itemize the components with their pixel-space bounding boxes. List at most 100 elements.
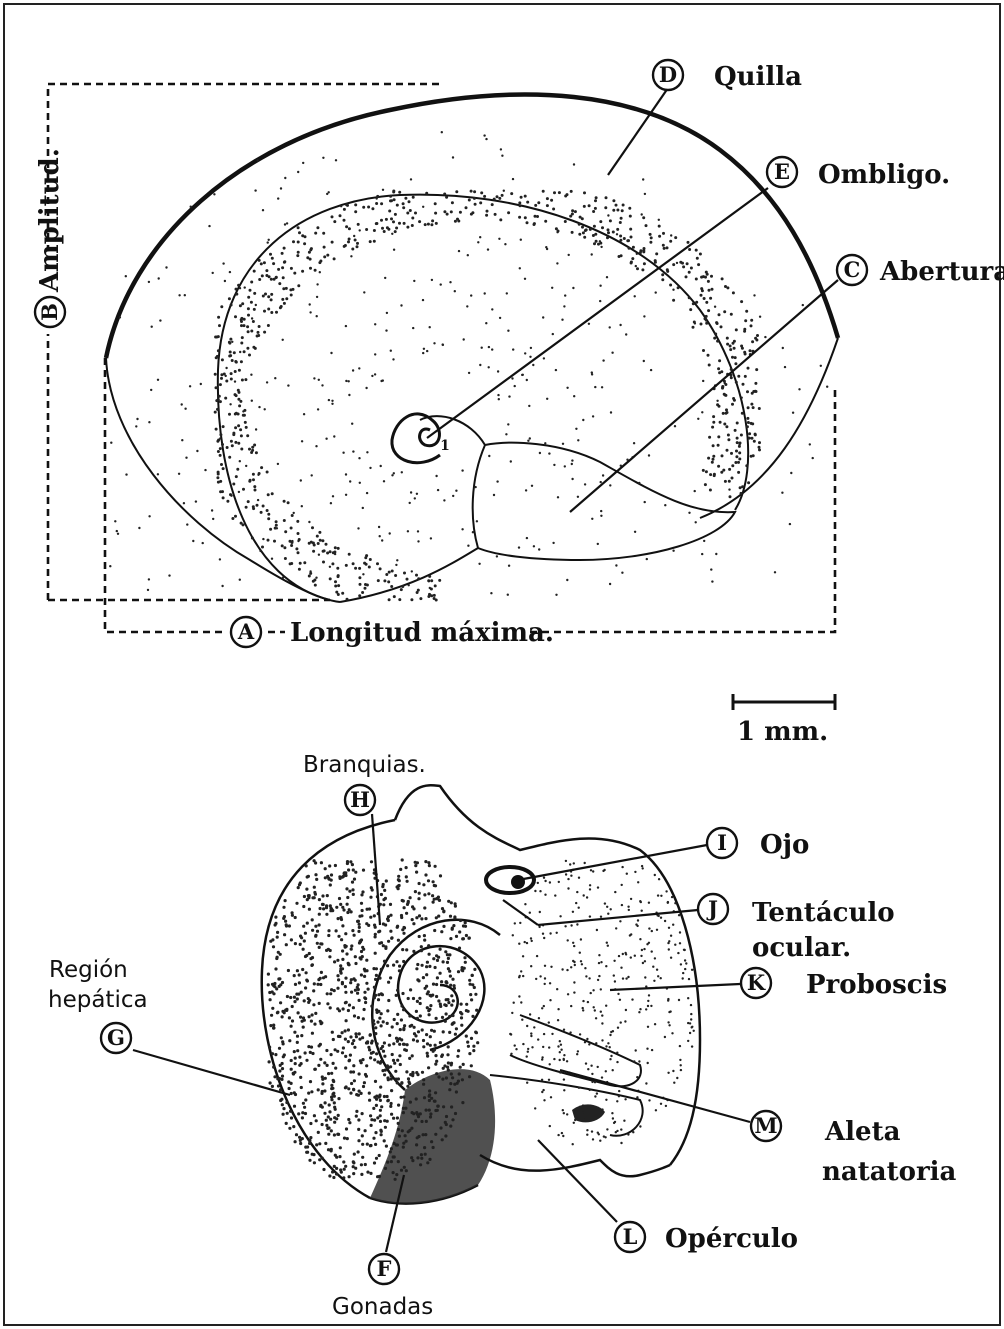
stipple-dot xyxy=(309,1051,312,1054)
stipple-dot xyxy=(298,981,301,984)
stipple-dot xyxy=(564,220,567,223)
stipple-dot xyxy=(380,893,383,896)
stipple-dot xyxy=(397,939,400,942)
stipple-dot xyxy=(280,305,283,308)
stipple-dot xyxy=(673,1082,675,1084)
stipple-dot xyxy=(542,316,544,318)
stipple-dot xyxy=(627,1133,629,1135)
stipple-dot xyxy=(648,902,650,904)
stipple-dot xyxy=(352,1160,355,1163)
stipple-dot xyxy=(382,898,385,901)
stipple-dot xyxy=(535,978,537,980)
stipple-dot xyxy=(360,902,363,905)
stipple-dot xyxy=(589,1089,591,1091)
stipple-dot xyxy=(627,976,629,978)
stipple-dot xyxy=(238,391,241,394)
stipple-dot xyxy=(729,495,732,498)
stipple-dot xyxy=(444,1134,447,1137)
stipple-dot xyxy=(333,435,335,437)
stipple-dot xyxy=(228,297,231,300)
stipple-dot xyxy=(313,886,316,889)
stipple-dot xyxy=(439,1041,442,1044)
stipple-dot xyxy=(228,456,231,459)
stipple-dot xyxy=(707,457,710,460)
stipple-dot xyxy=(683,949,685,951)
stipple-dot xyxy=(457,1049,460,1052)
stipple-dot xyxy=(338,1035,341,1038)
stipple-dot xyxy=(428,1109,431,1112)
stipple-dot xyxy=(267,324,270,327)
stipple-dot xyxy=(228,413,231,416)
stipple-dot xyxy=(365,1064,368,1067)
stipple-dot xyxy=(336,567,339,570)
stipple-dot xyxy=(427,861,430,864)
stipple-dot xyxy=(361,909,364,912)
stipple-dot xyxy=(274,1053,277,1056)
stipple-dot xyxy=(442,910,445,913)
stipple-dot xyxy=(602,870,604,872)
stipple-dot xyxy=(218,324,221,327)
stipple-dot xyxy=(610,908,612,910)
stipple-dot xyxy=(562,443,564,445)
stipple-dot xyxy=(374,1080,377,1083)
stipple-dot xyxy=(417,589,420,592)
stipple-dot xyxy=(434,1044,437,1047)
stipple-dot xyxy=(285,297,288,300)
stipple-dot xyxy=(291,1019,294,1022)
stipple-dot xyxy=(249,479,252,482)
stipple-dot xyxy=(802,304,804,306)
stipple-dot xyxy=(422,299,424,301)
stipple-dot xyxy=(374,1143,377,1146)
stipple-dot xyxy=(619,221,622,224)
shell-outer-lower xyxy=(106,358,340,602)
stipple-dot xyxy=(389,532,391,534)
stipple-dot xyxy=(433,1100,436,1103)
stipple-dot xyxy=(388,1044,391,1047)
stipple-dot xyxy=(383,889,386,892)
stipple-dot xyxy=(358,915,361,918)
stipple-dot xyxy=(463,338,465,340)
stipple-dot xyxy=(362,1017,365,1020)
stipple-dot xyxy=(649,241,652,244)
stipple-dot xyxy=(705,470,708,473)
stipple-dot xyxy=(725,425,728,428)
stipple-dot xyxy=(584,1116,586,1118)
stipple-dot xyxy=(289,996,292,999)
stipple-dot xyxy=(695,278,698,281)
stipple-dot xyxy=(374,994,377,997)
stipple-dot xyxy=(559,915,561,917)
stipple-dot xyxy=(448,1031,451,1034)
stipple-dot xyxy=(394,1070,397,1073)
stipple-dot xyxy=(200,383,202,385)
stipple-dot xyxy=(398,969,401,972)
stipple-dot xyxy=(252,478,255,481)
stipple-dot xyxy=(282,1113,285,1116)
stipple-dot xyxy=(730,376,733,379)
stipple-dot xyxy=(322,157,324,159)
shell-keel-outline xyxy=(106,95,838,358)
stipple-dot xyxy=(416,978,419,981)
stipple-dot xyxy=(633,442,635,444)
stipple-dot xyxy=(452,999,455,1002)
stipple-dot xyxy=(352,893,355,896)
stipple-dot xyxy=(246,347,249,350)
stipple-dot xyxy=(301,234,304,237)
stipple-dot xyxy=(345,1127,348,1130)
stipple-dot xyxy=(217,471,220,474)
stipple-dot xyxy=(401,928,404,931)
stipple-dot xyxy=(601,1014,603,1016)
stipple-dot xyxy=(362,1085,365,1088)
stipple-dot xyxy=(630,236,633,239)
stipple-dot xyxy=(253,308,256,311)
stipple-dot xyxy=(328,1174,331,1177)
stipple-dot xyxy=(605,1005,607,1007)
stipple-dot xyxy=(331,909,334,912)
stipple-dot xyxy=(346,598,349,601)
label-J-text-line2: ocular. xyxy=(752,933,851,963)
stipple-dot xyxy=(275,520,278,523)
stipple-dot xyxy=(316,942,319,945)
stipple-dot xyxy=(416,1113,419,1116)
stipple-dot xyxy=(512,934,514,936)
stipple-dot xyxy=(396,1022,399,1025)
gonad-region xyxy=(370,1069,495,1203)
